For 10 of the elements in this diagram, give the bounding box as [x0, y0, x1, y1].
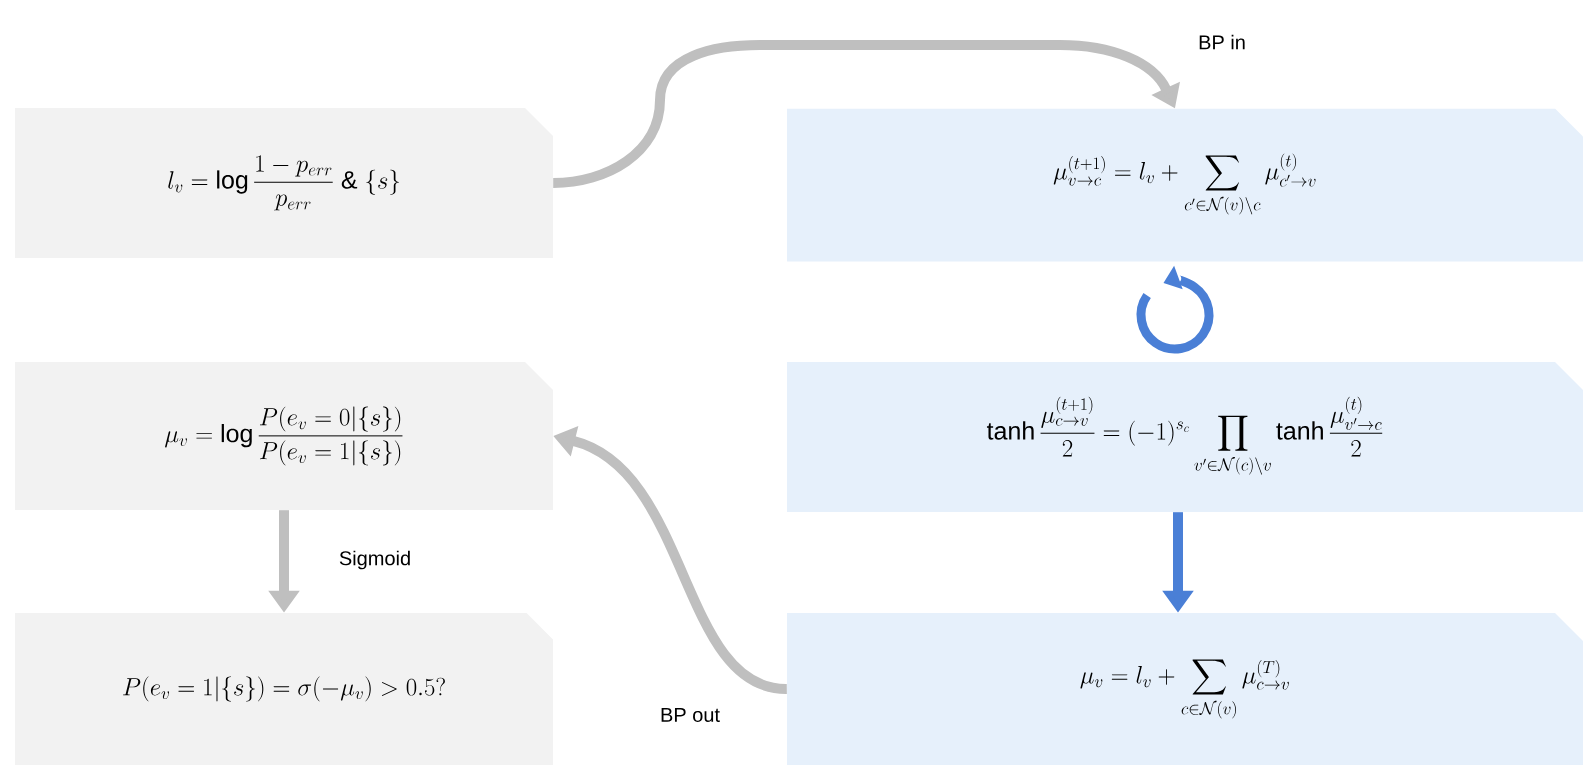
formula-box: $\mu_v = l_v + \sum_{c\in\mathcal{N}(v)}\mu_{c\to v}^{(T)}$ — [787, 613, 1583, 765]
formula-box: $P(e_v=1|\{s\}) = \sigma(-\mu_v) > 0.5?$ — [15, 613, 553, 765]
formula-box: $\tanh\frac{\mu_{c\to v}^{(t+1)}}{2} = (-1)^{s_c}\prod_{v'\in\mathcal{N}(c)\setminus v}\tanh\frac{\mu_{v'\to c}^{(t)}}{2}$ — [787, 362, 1583, 512]
arrow — [552, 40, 1181, 188]
edge-label: BP in — [1199, 34, 1245, 50]
edge-label: Sigmoid — [339, 550, 410, 570]
formula-box: $l_v = \log\frac{1-p_{err}}{p_{err}}\ \&\ \{s\}$ — [15, 108, 553, 258]
formula-box: $\mu_{v\to c}^{(t+1)} = l_v + \sum_{c'\in\mathcal{N}(v)\setminus c}\mu_{c'\to v}^{(t)}$ — [787, 108, 1583, 262]
formula-box: $\mu_v = \log\frac{P(e_v=0|\{s\})}{P(e_v=1|\{s\})}$ — [15, 362, 553, 510]
edge-label: BP out — [661, 708, 720, 722]
